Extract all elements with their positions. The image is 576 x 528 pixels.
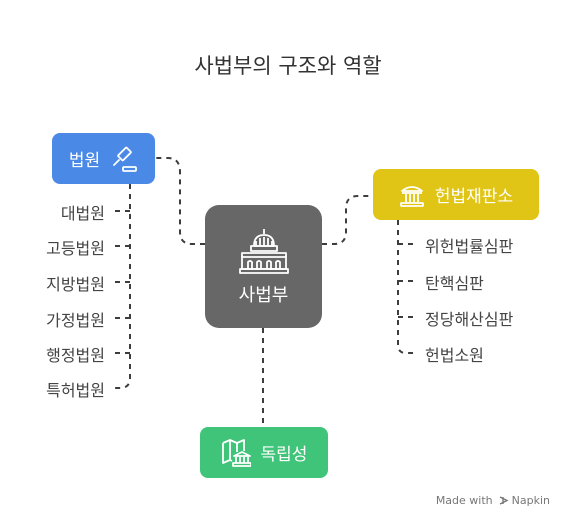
link-center-court (155, 157, 205, 245)
diagram-title: 사법부의 구조와 역할 (194, 54, 382, 78)
courthouse-icon (238, 227, 290, 275)
made-with-text: Made with (435, 494, 493, 507)
constitutional-court-label: 헌법재판소 (434, 187, 514, 207)
court-child-family: 가정법원 (46, 311, 105, 330)
napkin-credit: Made with Napkin (436, 494, 550, 507)
link-center-const (322, 195, 373, 245)
const-child-party-dissolution: 정당해산심판 (425, 310, 514, 329)
classical-building-icon (399, 182, 425, 208)
court-child-patent: 특허법원 (46, 381, 105, 400)
court-child-supreme: 대법원 (60, 204, 105, 223)
court-child-high: 고등법원 (46, 239, 105, 258)
judiciary-node: 사법부 (205, 205, 322, 328)
court-child-administrative: 행정법원 (46, 346, 105, 365)
const-child-impeachment: 탄핵심판 (425, 274, 484, 293)
const-child-constitutional-complaint: 헌법소원 (425, 346, 484, 365)
constitutional-court-node: 헌법재판소 (373, 169, 539, 220)
napkin-brand-text: Napkin (511, 494, 550, 507)
const-child-unconstitutionality: 위헌법률심판 (425, 237, 514, 256)
court-label: 법원 (68, 151, 101, 171)
gavel-icon (112, 145, 138, 173)
const-child-spine (397, 220, 413, 354)
court-node: 법원 (52, 133, 155, 184)
court-child-spine (114, 184, 131, 389)
independence-node: 독립성 (200, 427, 328, 478)
independence-label: 독립성 (260, 445, 308, 465)
judiciary-label: 사법부 (238, 284, 289, 306)
court-child-district: 지방법원 (46, 275, 105, 294)
napkin-logo-icon (498, 495, 509, 506)
map-bank-icon (221, 438, 251, 468)
